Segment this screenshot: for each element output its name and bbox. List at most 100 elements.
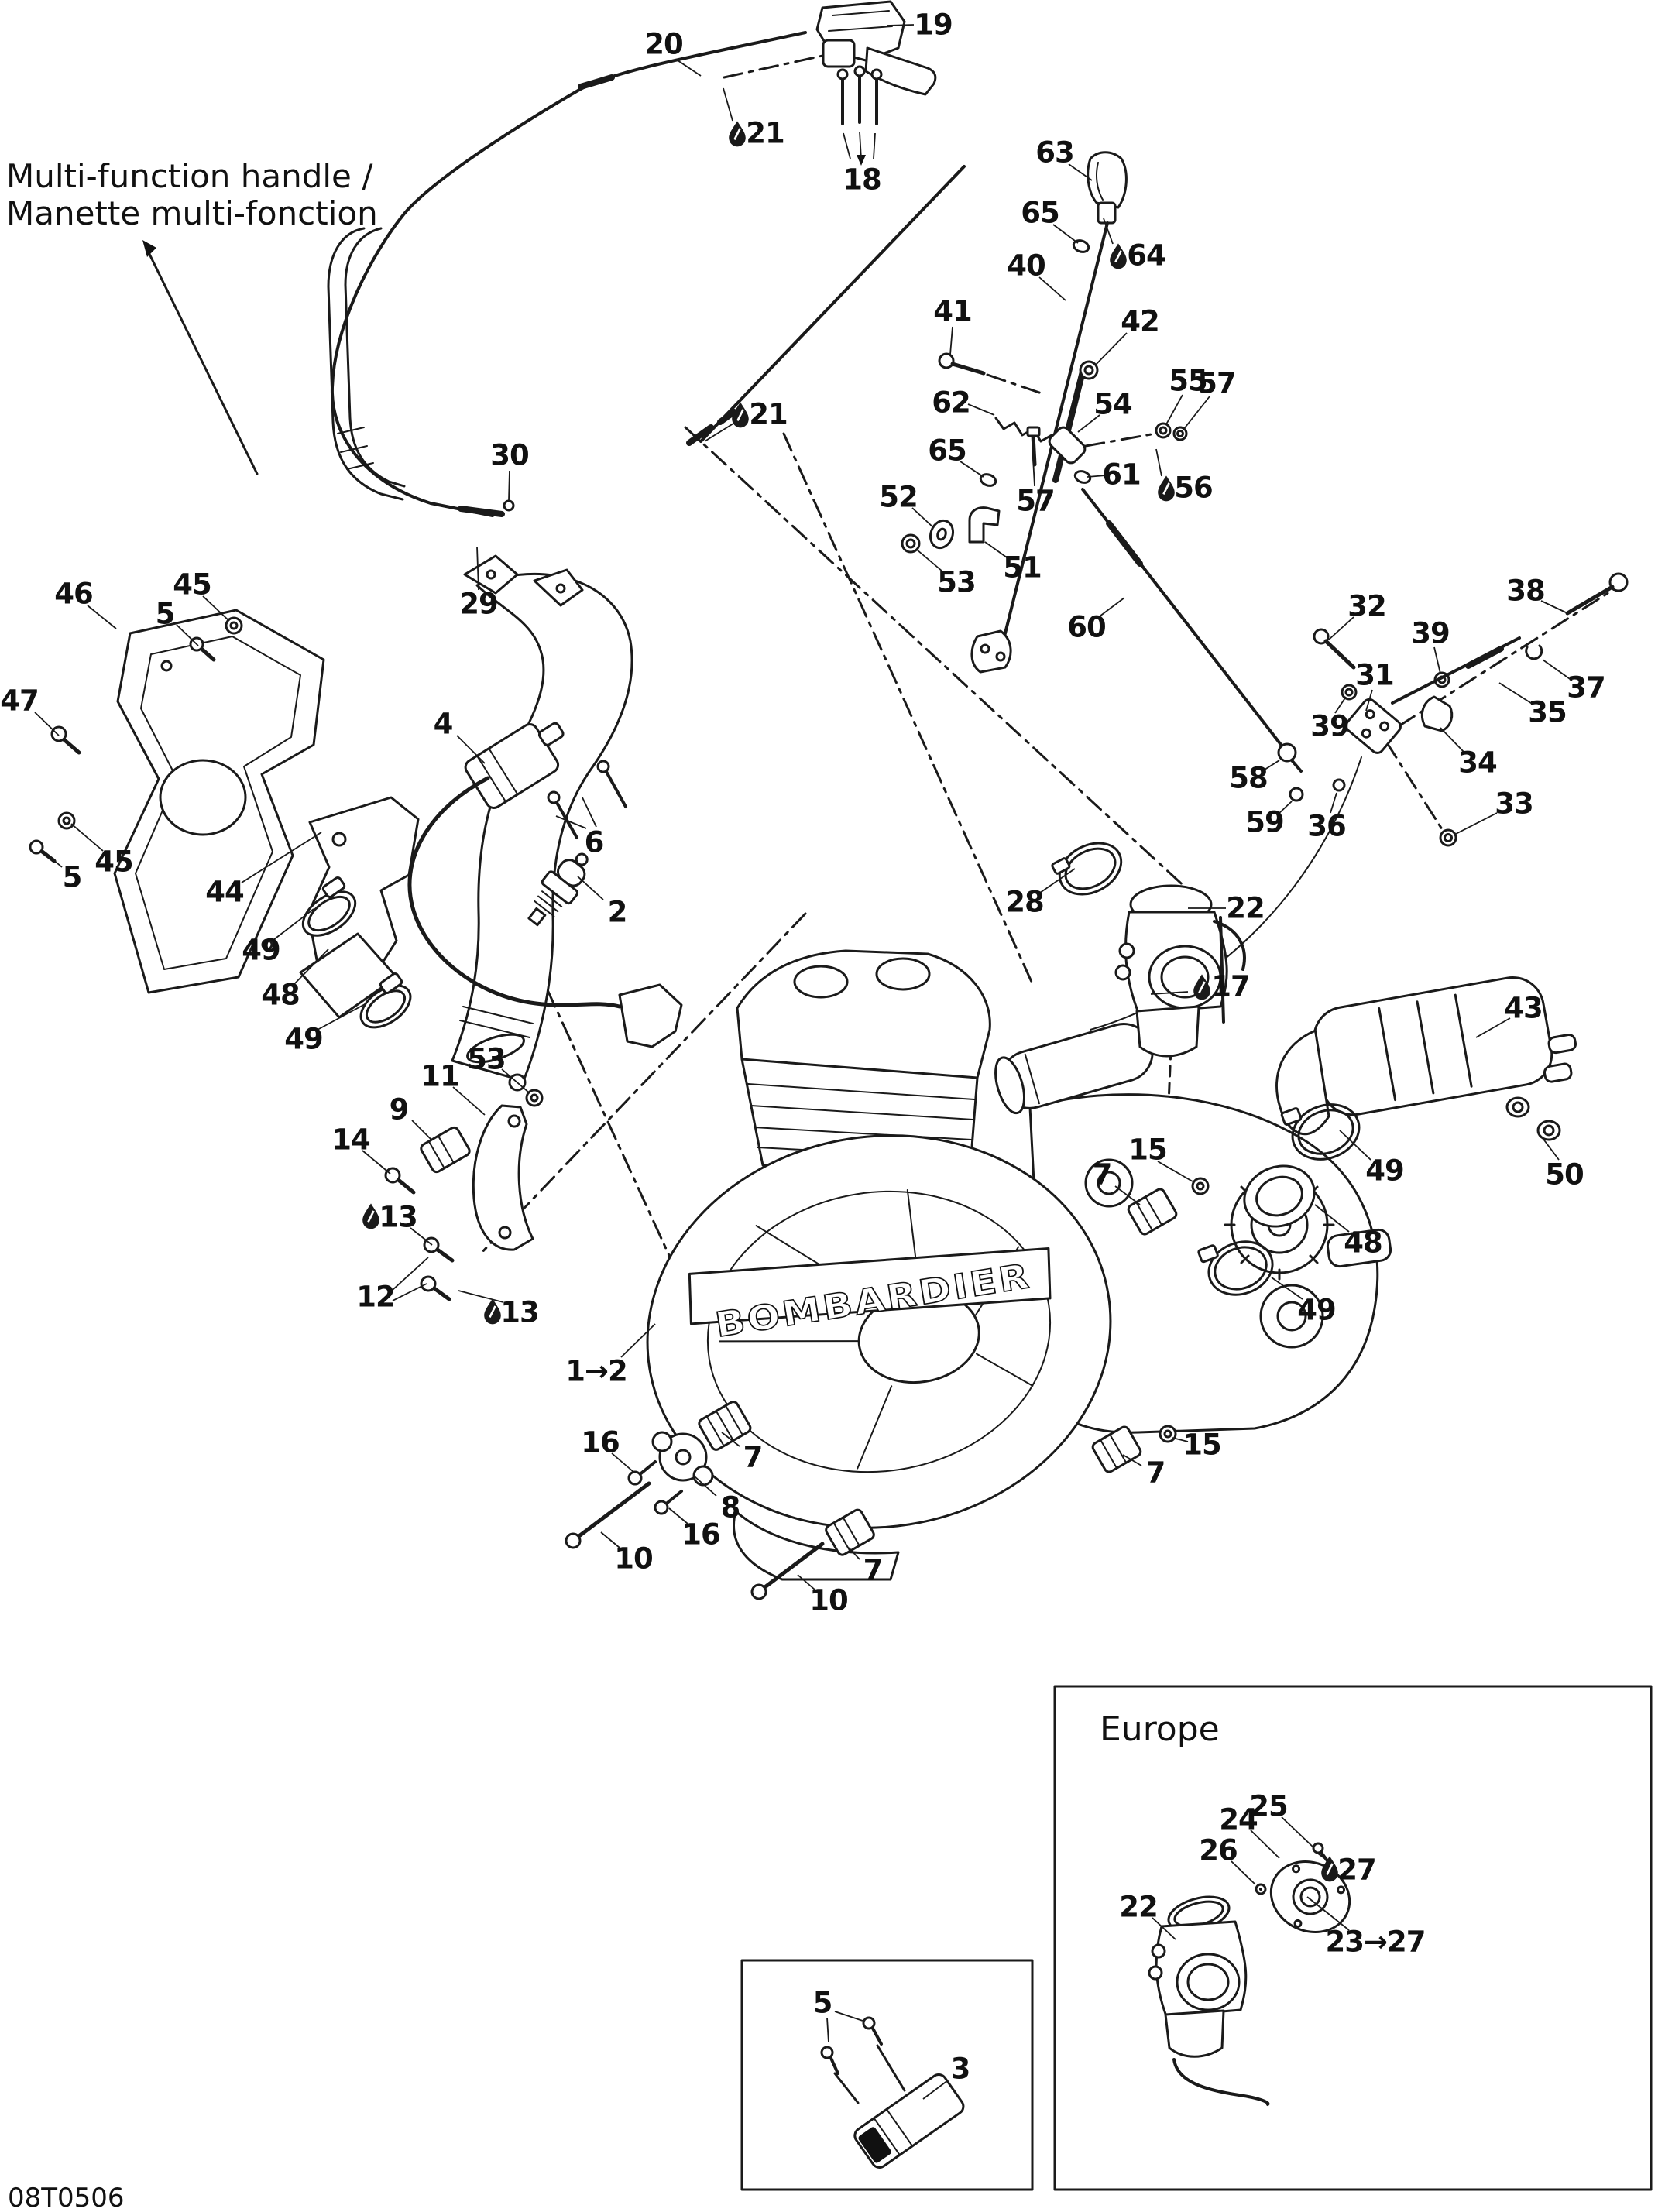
lubrication-drop-icon	[1193, 974, 1210, 1000]
leader-line	[582, 797, 597, 828]
doc-code: 08T0506	[8, 2183, 125, 2212]
bracket-11	[472, 1104, 534, 1251]
leader-line	[694, 1476, 717, 1497]
part-number-label-65: 65	[1021, 197, 1059, 230]
part-number-label-7: 7	[863, 1554, 883, 1587]
screws-18	[836, 65, 883, 166]
leader-line	[1330, 792, 1337, 814]
leader-line	[410, 1227, 433, 1246]
part-number-label-40: 40	[1007, 249, 1045, 283]
part-number-label-64: 64	[1127, 239, 1166, 273]
europe-box-title: Europe	[1100, 1710, 1220, 1749]
handle-annotation: Multi-function handle / Manette multi-fo…	[6, 157, 378, 232]
leader-line	[1166, 394, 1183, 425]
leader-line	[273, 908, 314, 941]
part-number-label-57: 57	[1197, 367, 1236, 400]
leader-line	[797, 1574, 815, 1590]
leader-line	[611, 1452, 634, 1473]
leader-line	[411, 1120, 433, 1141]
part-number-label-24: 24	[1219, 1803, 1258, 1836]
leader-line	[1231, 1860, 1256, 1885]
part-number-label-6: 6	[585, 826, 604, 859]
part-number-label-31: 31	[1355, 659, 1394, 692]
leader-line	[668, 1507, 688, 1524]
leader-line	[1306, 1896, 1350, 1931]
lubrication-drop-icon	[1158, 475, 1175, 502]
leader-line	[620, 1323, 656, 1358]
part-number-label-54: 54	[1093, 388, 1132, 421]
leader-line	[1094, 332, 1128, 366]
leader-line	[1152, 1917, 1176, 1940]
inset-box	[740, 1959, 1034, 2191]
handle-note-line1: Multi-function handle /	[6, 157, 373, 195]
leader-line	[452, 1086, 486, 1116]
part-number-label-28: 28	[1005, 886, 1044, 919]
leader-line	[1038, 276, 1066, 301]
leader-line	[1077, 414, 1100, 433]
leader-line	[1365, 689, 1373, 712]
throttle-cable-drawing	[142, 31, 966, 517]
part-number-label-45: 45	[94, 845, 133, 879]
leader-line	[476, 546, 479, 591]
part-number-label-9: 9	[390, 1093, 409, 1127]
mounts-drawing	[384, 1089, 1210, 1600]
part-number-label-1→2: 1→2	[565, 1355, 627, 1388]
leader-line	[362, 1150, 391, 1175]
part-number-label-53: 53	[467, 1043, 506, 1076]
part-number-label-41: 41	[933, 295, 972, 328]
part-number-label-49: 49	[284, 1023, 323, 1056]
part-number-label-53: 53	[937, 566, 976, 599]
part-number-label-10: 10	[809, 1584, 848, 1617]
leader-line	[843, 132, 851, 159]
part-number-label-38: 38	[1506, 574, 1545, 608]
leader-line	[1498, 682, 1534, 705]
part-number-label-48: 48	[1344, 1226, 1382, 1260]
part-number-label-47: 47	[0, 684, 39, 718]
leader-line	[202, 595, 230, 622]
part-number-label-11: 11	[421, 1060, 459, 1093]
leader-line	[501, 1068, 530, 1094]
part-number-label-65: 65	[928, 434, 966, 468]
leader-line	[1032, 458, 1035, 487]
part-number-label-59: 59	[1245, 806, 1284, 839]
leader-line	[1114, 1185, 1141, 1205]
leader-line	[392, 1283, 427, 1301]
part-number-label-45: 45	[173, 568, 211, 602]
part-number-label-3: 3	[951, 2053, 970, 2086]
leader-line	[458, 1290, 504, 1303]
leader-line	[1087, 475, 1107, 478]
leader-line	[1068, 163, 1093, 181]
part-number-label-13: 13	[500, 1296, 539, 1329]
leader-line	[677, 60, 702, 77]
shift-linkage-drawing	[901, 151, 1629, 847]
part-number-label-18: 18	[843, 163, 881, 197]
part-number-label-7: 7	[1093, 1158, 1112, 1192]
part-number-label-61: 61	[1102, 458, 1141, 492]
leader-line	[1271, 1277, 1303, 1300]
leader-line	[1250, 1830, 1280, 1859]
leader-line	[392, 1257, 429, 1291]
handle-note-line2: Manette multi-fonction	[6, 194, 378, 232]
leader-line	[949, 326, 953, 355]
leader-line	[1540, 600, 1568, 614]
leader-line	[508, 470, 510, 501]
leader-line	[1433, 646, 1441, 674]
leader-line	[1339, 1130, 1371, 1161]
part-number-label-25: 25	[1249, 1790, 1288, 1823]
part-number-label-42: 42	[1121, 305, 1159, 338]
leader-line	[1281, 1816, 1314, 1848]
leader-line	[984, 541, 1008, 558]
leader-line	[1052, 224, 1079, 244]
part-number-label-5: 5	[63, 861, 82, 894]
lubrication-drop-icon	[484, 1298, 501, 1325]
leader-line	[1150, 991, 1189, 995]
part-number-label-58: 58	[1229, 762, 1268, 795]
leader-line	[834, 2011, 863, 2022]
part-number-label-62: 62	[932, 386, 970, 420]
leader-line	[34, 712, 60, 736]
leader-line	[859, 131, 862, 159]
part-number-label-39: 39	[1411, 617, 1450, 650]
spark-plug-drawing	[527, 852, 589, 927]
